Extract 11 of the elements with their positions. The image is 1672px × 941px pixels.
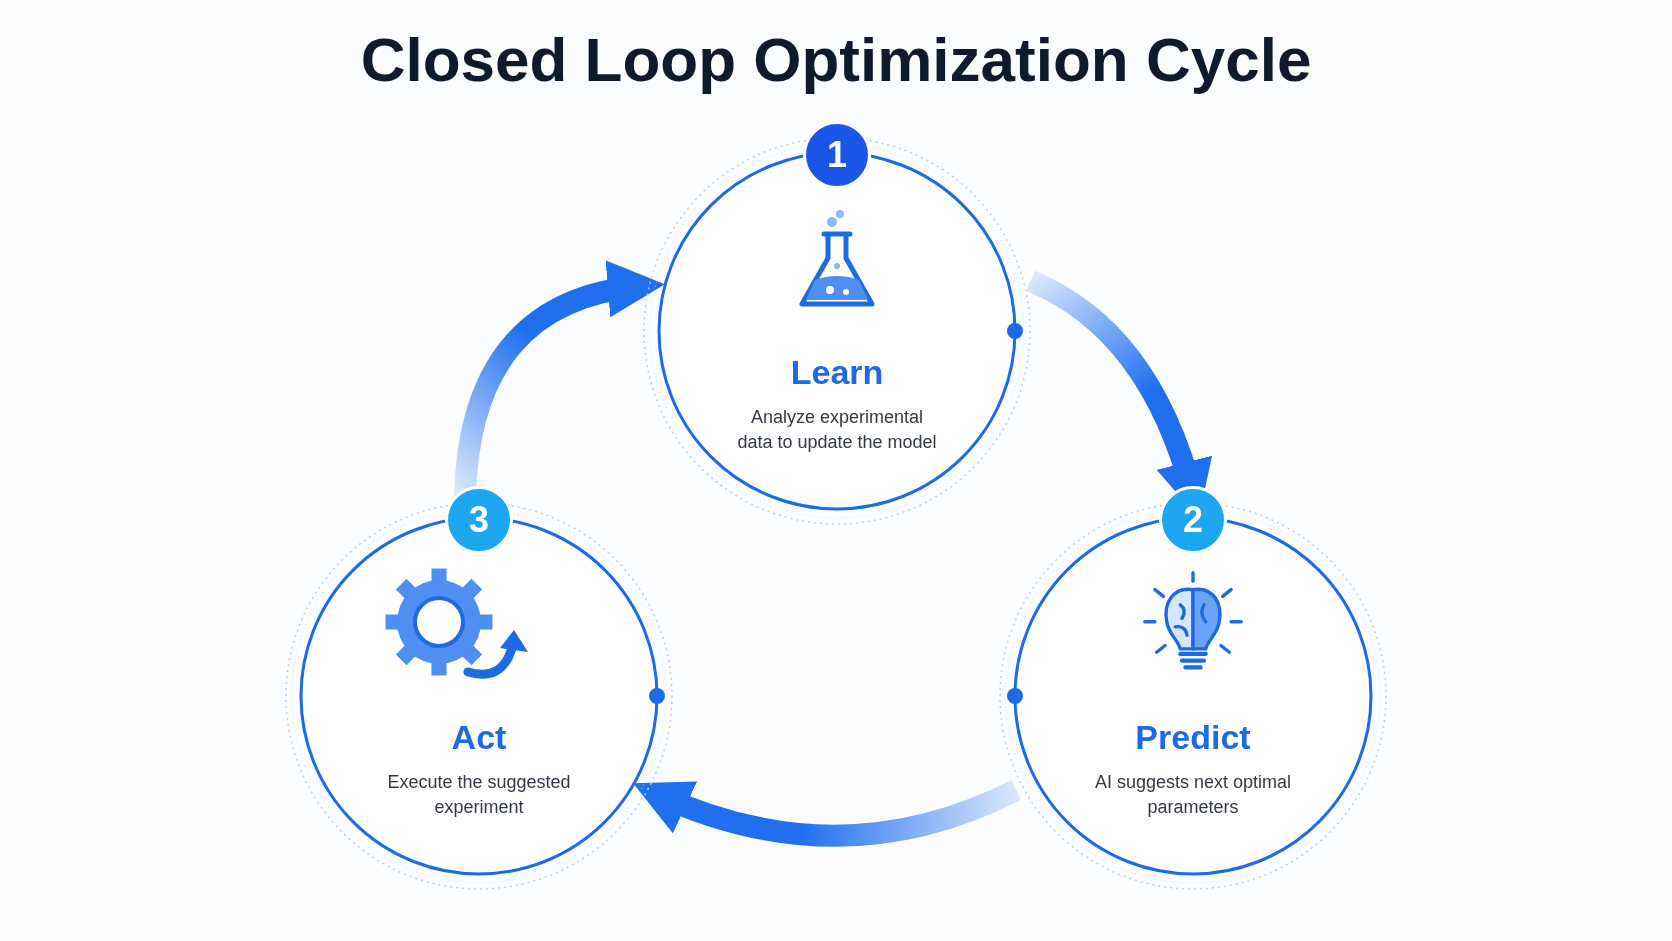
step-description: Analyze experimental data to update the model [736,406,938,454]
step-heading: Act [450,718,508,757]
curved-arrow [454,262,665,498]
step-description: Execute the suggested experiment [386,771,572,819]
step-heading: Predict [1134,718,1252,757]
step-number-badge: 1 [803,121,871,189]
curved-arrow [632,779,1022,847]
step-heading: Learn [789,353,885,392]
step-number-badge: 2 [1159,486,1227,554]
diagram-title: Closed Loop Optimization Cycle [359,24,1313,95]
step-description: AI suggests next optimal parameters [1093,771,1293,819]
